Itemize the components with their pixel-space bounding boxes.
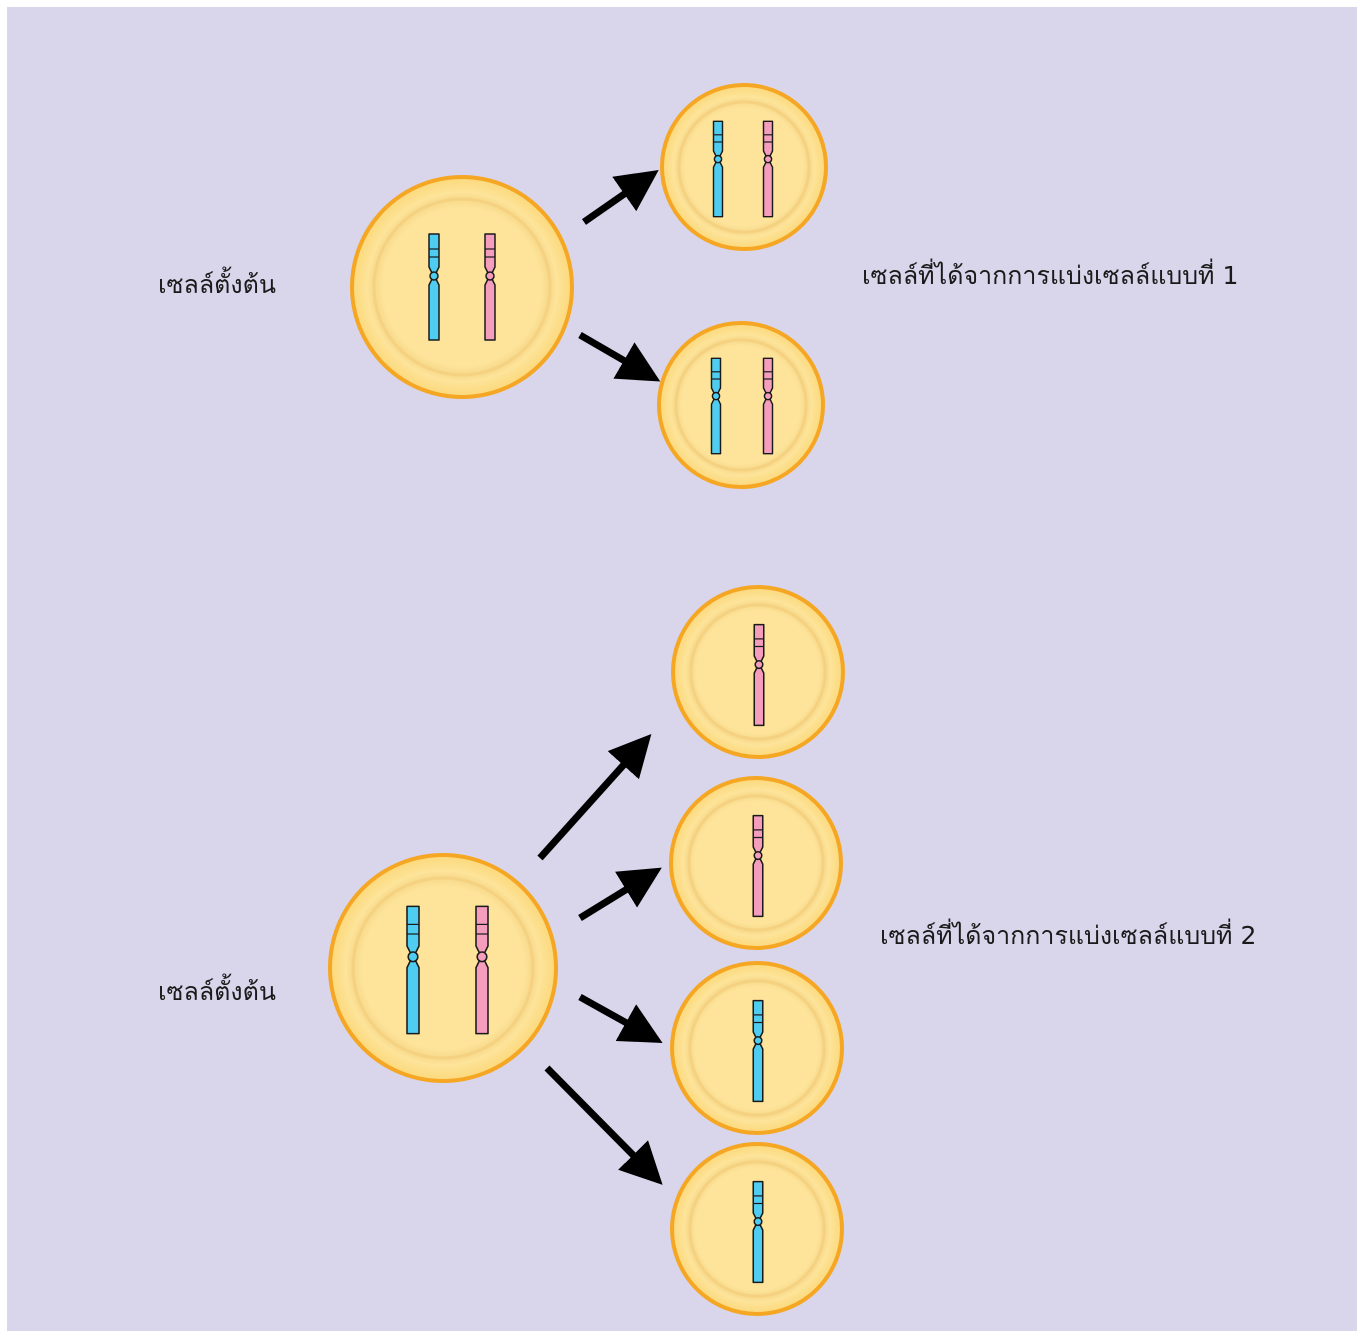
chromosome-icon xyxy=(710,357,722,455)
chromosome-icon xyxy=(752,814,764,918)
chromosome-icon xyxy=(406,905,420,1035)
parent-cell-bottom xyxy=(328,853,558,1083)
arrow-icon xyxy=(578,331,661,382)
chromosome-icon xyxy=(712,120,724,218)
daughter-cell-type1-b xyxy=(657,321,825,489)
daughter-cell-type2-a xyxy=(671,585,845,759)
result-label-type1: เซลล์ที่ได้จากการแบ่งเซลล์แบบที่ 1 xyxy=(862,258,1238,290)
daughter-cell-type2-b xyxy=(669,776,843,950)
arrow-icon xyxy=(578,867,662,921)
daughter-cell-type2-c xyxy=(670,961,844,1135)
result-label-type2: เซลล์ที่ได้จากการแบ่งเซลล์แบบที่ 2 xyxy=(880,918,1256,950)
chromosome-icon xyxy=(428,233,440,341)
chromosome-icon xyxy=(752,999,764,1103)
arrow-icon xyxy=(537,733,652,861)
chromosome-icon xyxy=(753,623,765,727)
daughter-cell-type1-a xyxy=(660,83,828,251)
chromosome-icon xyxy=(752,1180,764,1284)
chromosome-icon xyxy=(762,120,774,218)
arrow-icon xyxy=(582,170,659,225)
parent-label-bottom: เซลล์ตั้งต้น xyxy=(158,973,276,1006)
daughter-cell-type2-d xyxy=(670,1142,844,1316)
chromosome-icon xyxy=(475,905,489,1035)
chromosome-icon xyxy=(762,357,774,455)
arrow-icon xyxy=(578,993,663,1044)
chromosome-icon xyxy=(484,233,496,341)
arrow-icon xyxy=(544,1065,663,1185)
parent-label-top: เซลล์ตั้งต้น xyxy=(158,266,276,299)
parent-cell-top xyxy=(350,175,574,399)
